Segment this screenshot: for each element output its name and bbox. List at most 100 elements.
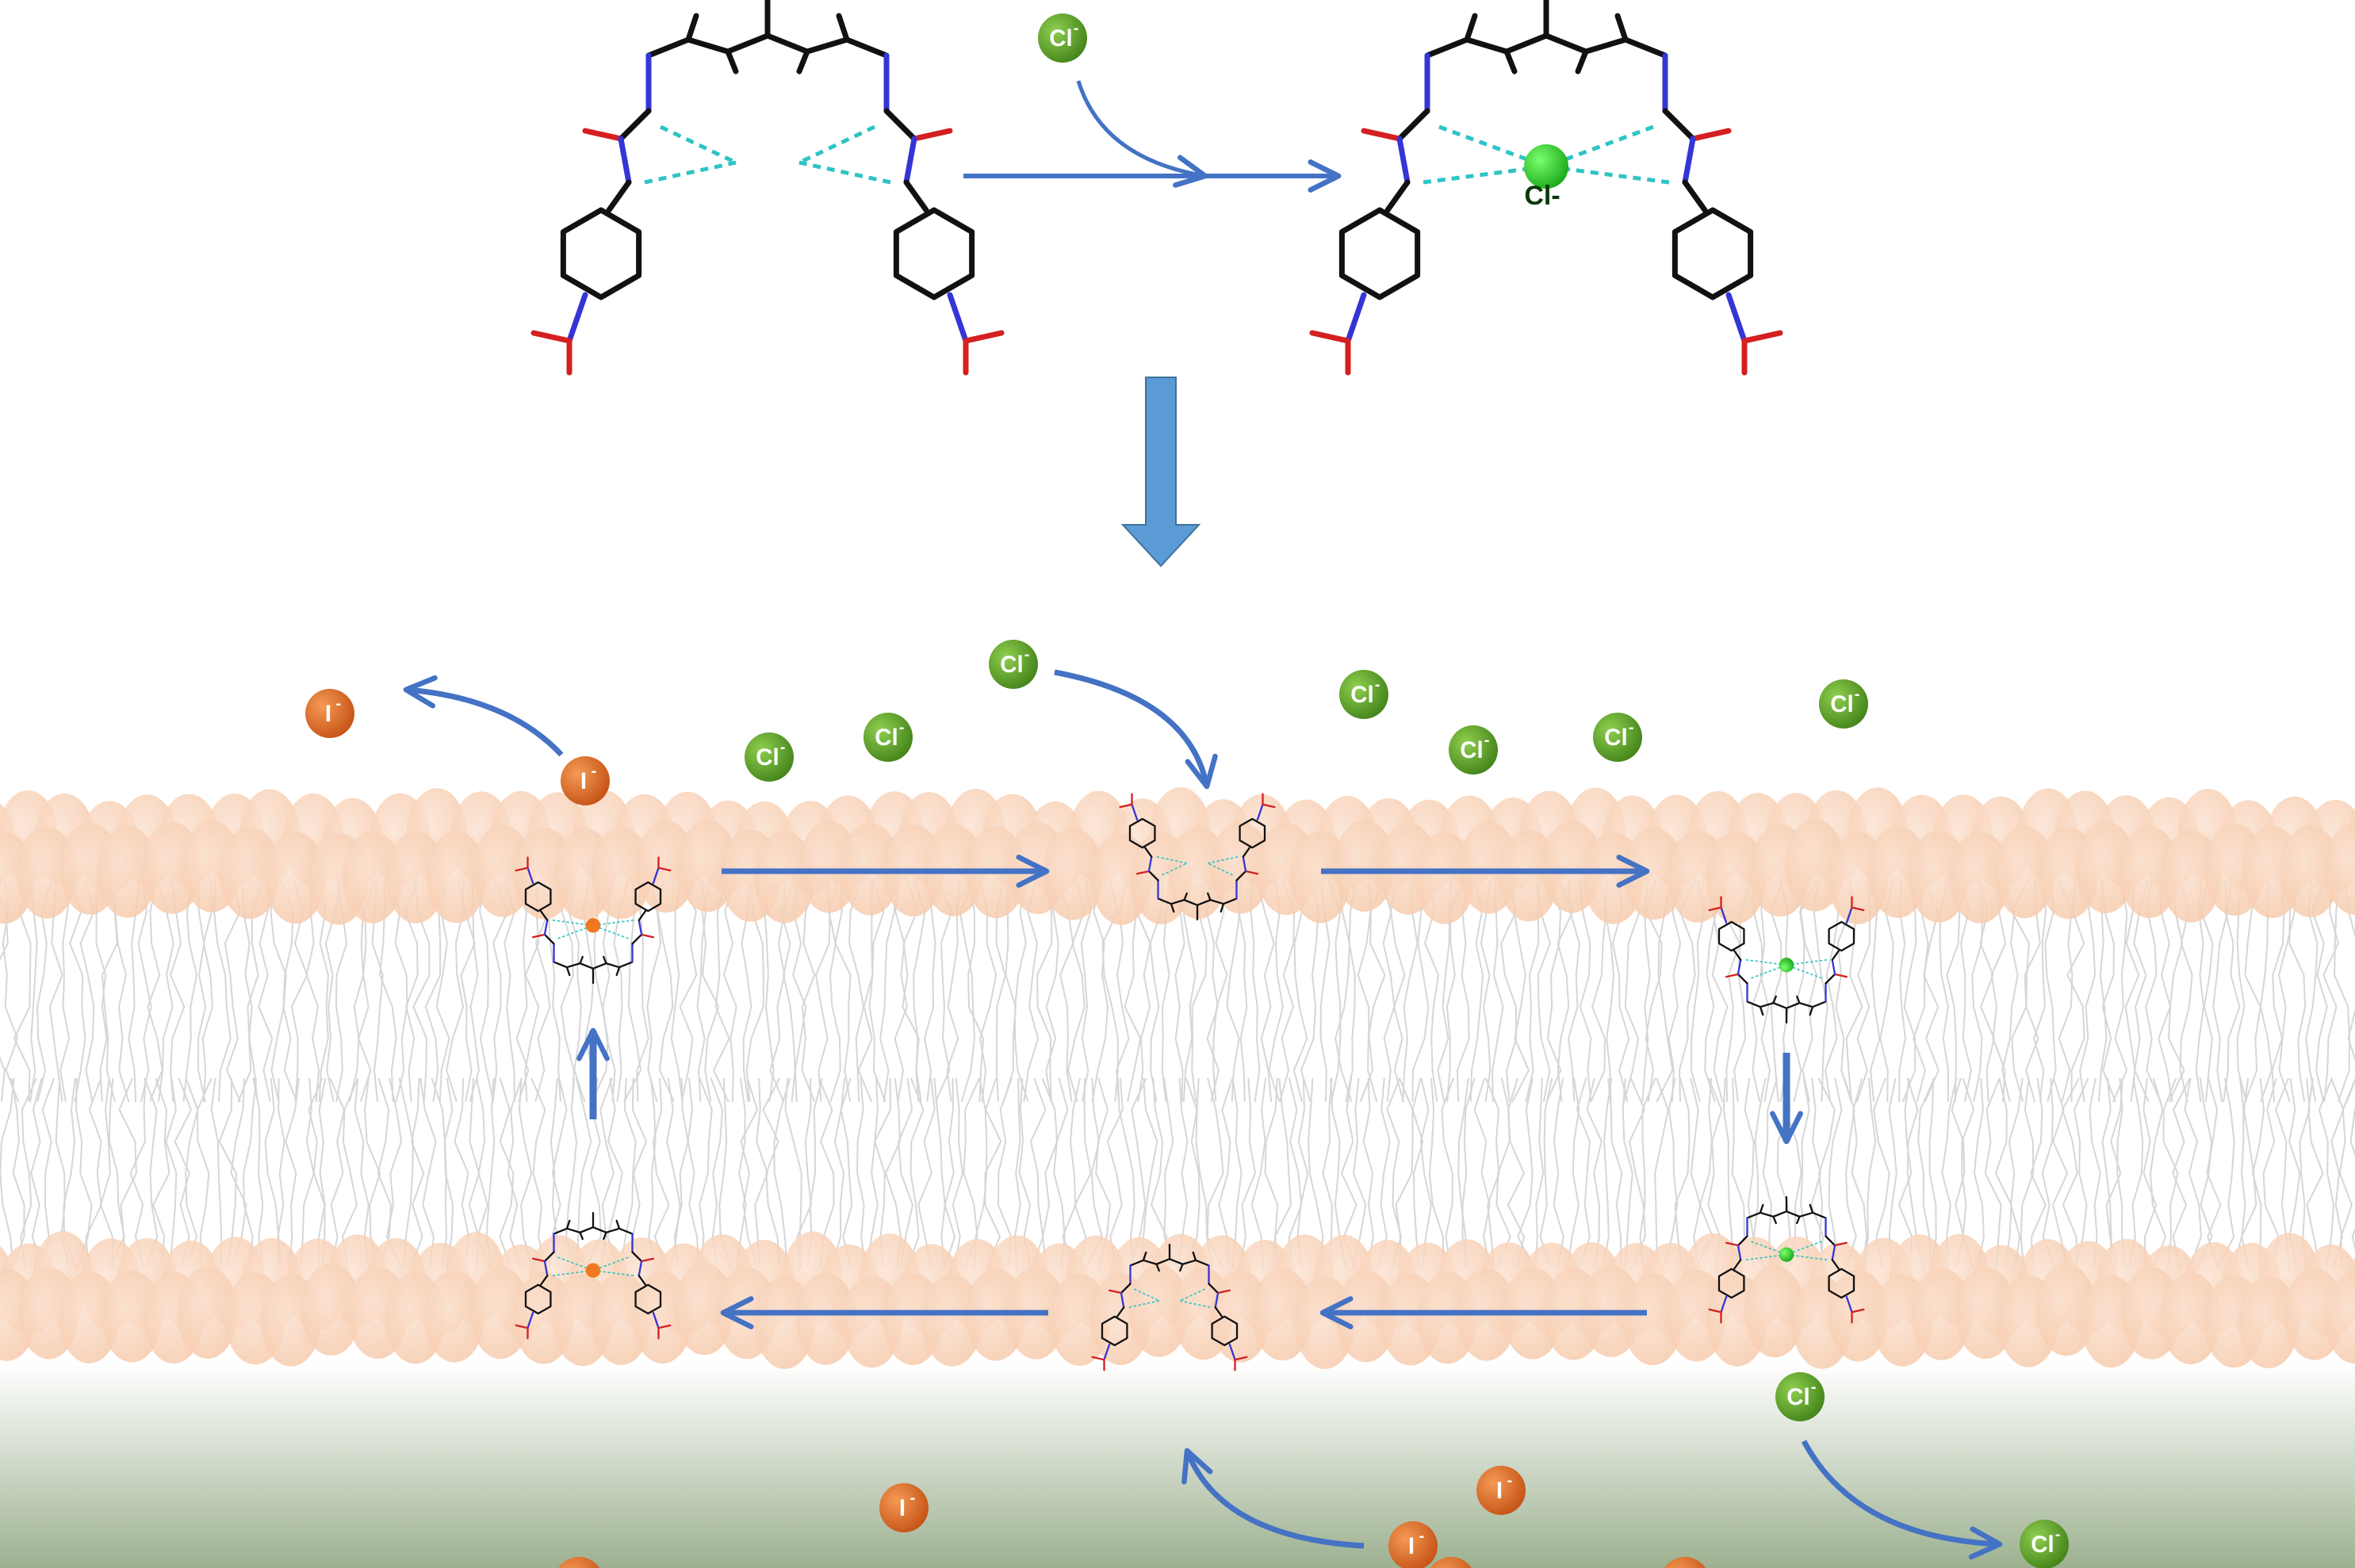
nitro-bond <box>515 866 529 872</box>
receptor-molecule <box>515 856 672 985</box>
n-bond <box>1147 855 1153 873</box>
lipid-tail <box>1362 1077 1375 1269</box>
lipid-tail <box>398 1077 414 1269</box>
lipid-tail <box>1095 1077 1111 1269</box>
nitro-bond <box>1234 1356 1248 1361</box>
bond <box>1207 892 1212 901</box>
sphere-icon <box>1819 679 1868 729</box>
lipid-tail <box>2196 1077 2213 1269</box>
bond <box>1170 903 1175 913</box>
lipid-head <box>2325 1272 2355 1364</box>
hydrogen-bond <box>1208 855 1239 864</box>
lipid-tail <box>762 1077 781 1269</box>
lipid-tail <box>868 879 886 1103</box>
ion-symbol: I <box>899 1495 906 1521</box>
lipid-tail <box>2142 1077 2158 1269</box>
n-bond <box>903 136 917 185</box>
nitro-bond <box>1708 906 1722 912</box>
lipid-tail <box>1586 1077 1603 1269</box>
hydrogen-bond <box>659 124 737 165</box>
sphere-icon <box>2020 1520 2069 1568</box>
lipid-tail <box>2334 879 2350 1103</box>
lipid-tail <box>1553 1077 1564 1269</box>
lipid-tail <box>722 879 737 1103</box>
n-bond <box>1396 136 1411 185</box>
lipid-tail <box>85 1077 102 1269</box>
scaffold-bond <box>1222 897 1238 905</box>
lipid-tail <box>2299 1077 2311 1269</box>
bond <box>1796 995 1801 1004</box>
lipid-tail <box>1873 1077 1890 1269</box>
nitro-bond <box>947 292 969 344</box>
lipid-head <box>470 1267 531 1360</box>
scaffold-bond <box>1622 36 1668 59</box>
iodide-ion: I- <box>1388 1521 1438 1568</box>
lipid-tail <box>1411 879 1430 1103</box>
lipid-tail <box>1250 1077 1267 1269</box>
lipid-tail <box>1250 879 1261 1103</box>
lipid-tail <box>913 879 926 1103</box>
chloride-ion: Cl- <box>2020 1520 2069 1568</box>
nitro-bond <box>657 866 672 872</box>
lipid-heads-lower-leaflet <box>0 1231 2355 1369</box>
chloride-ion: Cl- <box>1449 725 1498 774</box>
hydrogen-bond <box>1786 964 1822 979</box>
lipid-tail <box>599 1077 615 1269</box>
lipid-tail <box>978 879 998 1103</box>
lipid-tail <box>2116 1077 2127 1269</box>
ion-charge: - <box>1484 732 1490 749</box>
lipid-tail <box>773 1077 791 1269</box>
lipid-tail <box>1566 1077 1580 1269</box>
lipid-tail <box>2158 879 2173 1103</box>
lipid-tail <box>959 879 975 1103</box>
scaffold-bond <box>1209 899 1225 905</box>
scaffold-bond <box>1746 1000 1762 1008</box>
scaffold-bond <box>1503 33 1549 55</box>
lipid-head <box>1911 1268 1972 1360</box>
lipid-tail <box>1607 1077 1623 1269</box>
n-bond <box>543 1260 549 1277</box>
lipid-tail <box>210 1077 223 1269</box>
bond <box>1809 1006 1814 1016</box>
lipid-tail <box>518 1077 534 1269</box>
lipid-tail <box>1913 879 1929 1103</box>
hydrogen-bond <box>1156 855 1187 864</box>
ion-symbol: Cl <box>1049 25 1072 52</box>
lipid-tail <box>409 1077 425 1269</box>
scaffold-bond <box>1746 1211 1762 1219</box>
lipid-tail <box>305 879 320 1103</box>
ion-symbol: Cl <box>1000 652 1023 678</box>
lipid-tail <box>602 879 616 1103</box>
lipid-head <box>1210 1270 1271 1363</box>
n-bond <box>1831 958 1836 976</box>
lipid-head <box>635 820 696 913</box>
lipid-tail <box>1308 1077 1324 1269</box>
hydrogen-bond <box>798 160 891 185</box>
lipid-tail <box>392 879 408 1103</box>
bond <box>1575 48 1589 75</box>
bond <box>1682 179 1708 213</box>
lipid-head <box>591 827 652 920</box>
lipid-tail <box>79 879 95 1103</box>
lipid-tail <box>258 879 275 1103</box>
lipid-tail <box>1288 1077 1303 1269</box>
carbonyl-bond <box>1108 1289 1123 1295</box>
lipid-tail <box>1469 879 1484 1103</box>
lipid-tail <box>1091 879 1109 1103</box>
phenyl-ring <box>1338 207 1421 300</box>
bond <box>631 1251 643 1263</box>
lipid-tail <box>1870 879 1881 1103</box>
lipid-head <box>1744 1265 1806 1358</box>
lipid-tail <box>2124 879 2140 1103</box>
ion-charge: - <box>1629 719 1634 736</box>
lipid-head <box>265 832 326 924</box>
hydrogen-bond <box>644 160 737 185</box>
lipid-tail <box>2024 879 2041 1103</box>
lipid-tail <box>1484 1077 1500 1269</box>
phenyl-ring <box>1717 920 1745 952</box>
scaffold-bond <box>1170 899 1185 905</box>
lipid-tail <box>2062 1077 2080 1269</box>
lipid-tail <box>2073 1077 2089 1269</box>
lipid-tail <box>2271 879 2285 1103</box>
chloride-ion: Cl- <box>745 732 794 782</box>
